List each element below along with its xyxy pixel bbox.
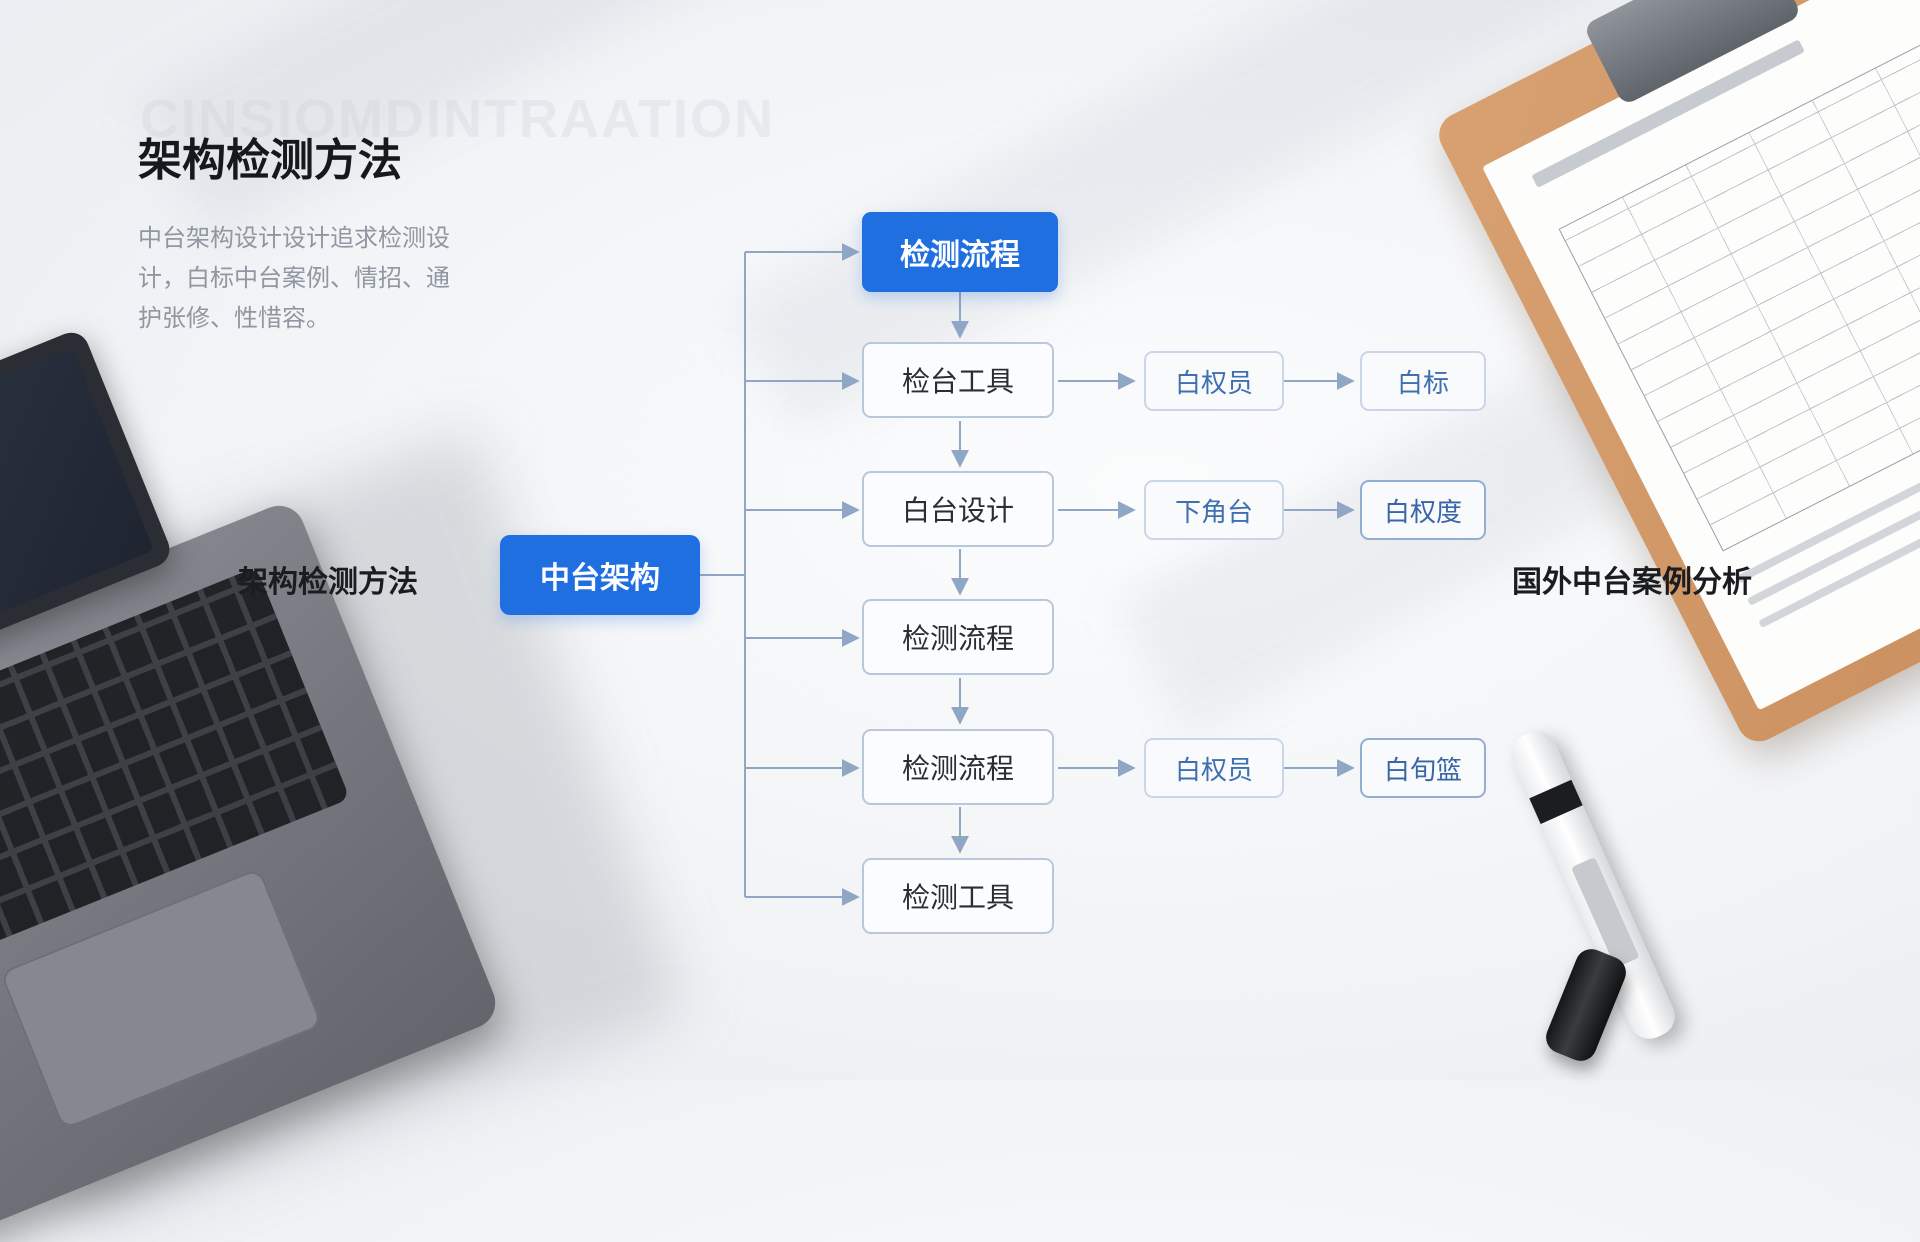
branch-node-detection-flow[interactable]: 检测流程 [862,212,1058,292]
root-node[interactable]: 中台架构 [500,535,700,615]
leaf-node[interactable]: 白权员 [1144,738,1284,798]
leaf-node[interactable]: 白标 [1360,351,1486,411]
branch-node-flow[interactable]: 检测流程 [862,729,1054,805]
branch-node-tool[interactable]: 检测工具 [862,858,1054,934]
leaf-node[interactable]: 下角台 [1144,480,1284,540]
subtitle-text: 中台架构设计设计追求检测设计，白标中台案例、情招、通护张修、性惜容。 [138,224,450,332]
right-label: 国外中台案例分析 [1512,565,1752,600]
leaf-node[interactable]: 白旬篮 [1360,738,1486,798]
branch-node-flow[interactable]: 检测流程 [862,599,1054,675]
branch-node-tool[interactable]: 检台工具 [862,342,1054,418]
leaf-node[interactable]: 白权度 [1360,480,1486,540]
leaf-node[interactable]: 白权员 [1144,351,1284,411]
watermark-text: CINSIOMDINTRAATION [140,89,775,149]
left-label: 架构检测方法 [238,565,418,600]
page-title: 架构检测方法 [138,135,402,186]
connector-lines [700,243,1355,906]
branch-node-design[interactable]: 白台设计 [862,471,1054,547]
